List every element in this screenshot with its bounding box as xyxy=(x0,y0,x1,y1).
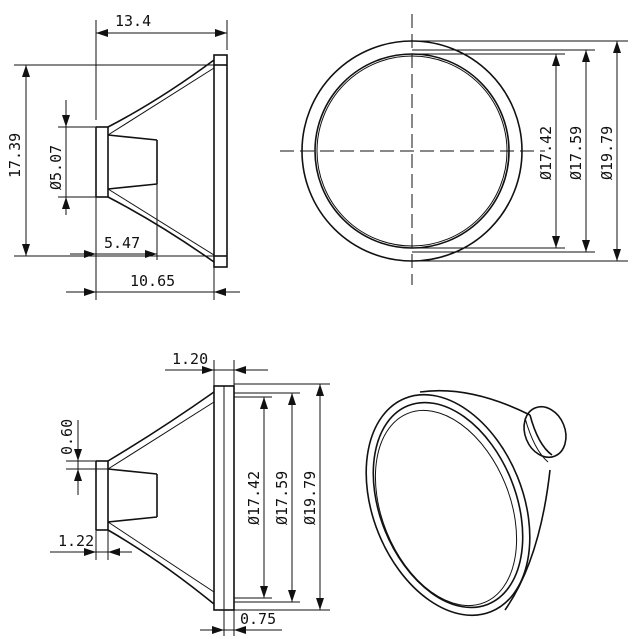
iso-rim-inner xyxy=(372,401,524,609)
dim-body-length: 10.65 xyxy=(130,272,175,290)
dim-dia-3-b: Ø19.79 xyxy=(301,471,319,525)
dim-inner-length: 5.47 xyxy=(104,234,140,252)
iso-nozzle xyxy=(523,405,567,459)
iso-cone-top xyxy=(419,389,531,416)
dim-length: 13.4 xyxy=(115,12,151,30)
dim-height: 17.39 xyxy=(6,133,24,178)
dim-lip: 0.60 xyxy=(58,419,76,455)
flange-outline xyxy=(213,54,228,268)
dim-step: 1.22 xyxy=(58,532,94,550)
dim-wall: 0.75 xyxy=(240,610,276,628)
cone-bottom xyxy=(107,196,215,263)
dim-dia-1: Ø17.42 xyxy=(537,126,555,180)
dim-dia-2-b: Ø17.59 xyxy=(273,471,291,525)
iso-cone-bottom xyxy=(504,469,551,611)
iso-rim-outer xyxy=(365,393,531,617)
isometric-view xyxy=(365,389,567,617)
dim-flange: 1.20 xyxy=(172,350,208,368)
front-view: Ø17.42 Ø17.59 Ø19.79 xyxy=(280,14,628,285)
dim-dia-2: Ø17.59 xyxy=(567,126,585,180)
cone-top xyxy=(107,59,215,128)
side-view-top: 13.4 17.39 Ø5.07 5.47 10.65 xyxy=(6,12,240,300)
dim-dia-3: Ø19.79 xyxy=(598,126,616,180)
dim-bore: Ø5.07 xyxy=(47,145,65,190)
side-view-bottom: Ø17.42 Ø17.59 Ø19.79 1.20 0.60 1.22 xyxy=(50,350,330,636)
dim-dia-1-b: Ø17.42 xyxy=(245,471,263,525)
